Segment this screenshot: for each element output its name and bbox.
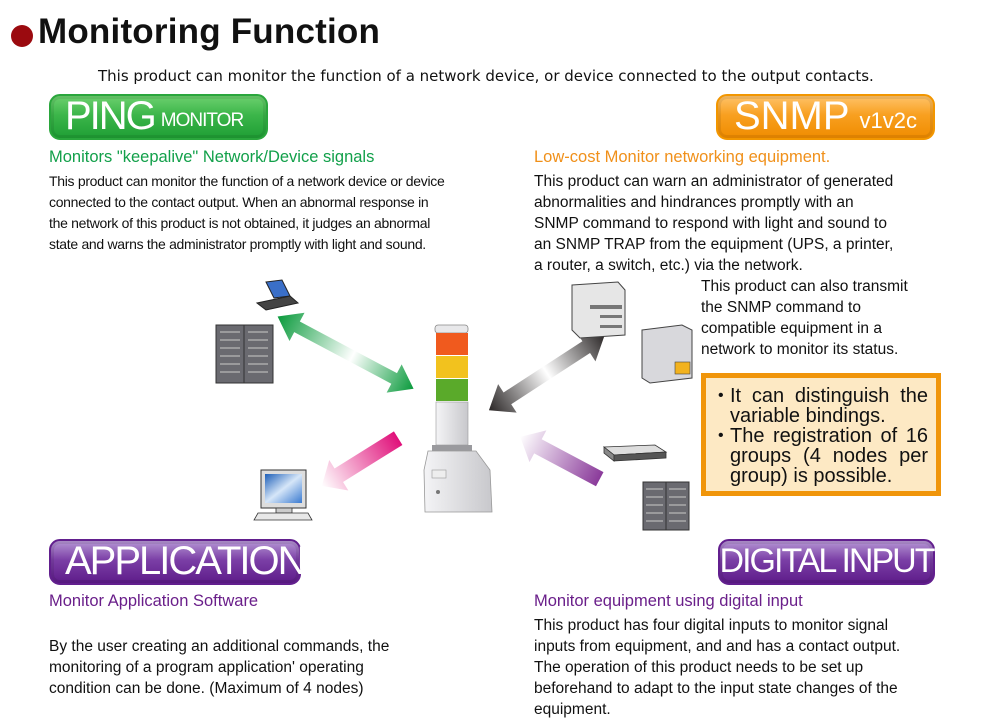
server-rack-icon: [215, 324, 274, 384]
digital-line: inputs from equipment, and and has a con…: [534, 638, 901, 655]
digital-line: equipment.: [534, 701, 611, 718]
application-badge-main: APPLICATION: [65, 539, 307, 583]
printer-icon: [571, 281, 626, 339]
digital-input-badge: DIGITAL INPUT: [718, 539, 935, 585]
snmp-line: the SNMP command to: [701, 299, 861, 316]
snmp-line: a router, a switch, etc.) via the networ…: [534, 257, 803, 274]
ping-badge-sub: MONITOR: [160, 110, 244, 131]
callout-item: The registration of 16 groups (4 nodes p…: [718, 426, 928, 486]
ping-line: the network of this product is not obtai…: [49, 215, 430, 231]
snmp-badge-sub: v1v2c: [859, 108, 918, 133]
snmp-badge: SNMP v1v2c: [716, 94, 935, 140]
callout-item: It can distinguish the variable bindings…: [718, 386, 928, 426]
ping-monitor-badge: PING MONITOR: [49, 94, 268, 140]
network-switch-icon: [602, 444, 668, 462]
application-line: condition can be done. (Maximum of 4 nod…: [49, 680, 364, 697]
snmp-line: network to monitor its status.: [701, 341, 899, 358]
snmp-badge-main: SNMP: [733, 94, 850, 138]
digital-line: beforehand to adapt to the input state c…: [534, 680, 898, 697]
snmp-transmit-description: This product can also transmit the SNMP …: [701, 276, 908, 360]
digital-input-arrow: [520, 430, 604, 487]
ping-subtitle: Monitors "keepalive" Network/Device sign…: [49, 148, 375, 166]
snmp-arrow: [488, 332, 605, 413]
digital-subtitle: Monitor equipment using digital input: [534, 592, 803, 610]
digital-line: This product has four digital inputs to …: [534, 617, 889, 634]
snmp-line: an SNMP TRAP from the equipment (UPS, a …: [534, 236, 894, 253]
application-subtitle: Monitor Application Software: [49, 592, 259, 610]
application-monitor-badge: APPLICATION MONITOR: [49, 539, 385, 585]
title-bullet-icon: [11, 25, 33, 47]
intro-text: This product can monitor the function of…: [98, 67, 874, 85]
ping-description: This product can monitor the function of…: [49, 171, 445, 255]
application-line: monitoring of a program application' ope…: [49, 659, 364, 676]
application-arrow: [321, 431, 403, 491]
snmp-line: This product can also transmit: [701, 278, 908, 295]
application-badge-sub: MONITOR: [310, 556, 385, 575]
snmp-feature-callout: It can distinguish the variable bindings…: [701, 373, 941, 496]
ping-line: state and warns the administrator prompt…: [49, 236, 426, 252]
snmp-line: abnormalities and hindrances promptly wi…: [534, 194, 854, 211]
signal-tower-icon: [423, 324, 493, 513]
snmp-subtitle: Low-cost Monitor networking equipment.: [534, 148, 831, 166]
desktop-computer-icon: [253, 469, 313, 521]
digital-line: The operation of this product needs to b…: [534, 659, 864, 676]
ping-badge-main: PING: [65, 94, 157, 138]
ping-line: This product can monitor the function of…: [49, 173, 445, 189]
snmp-line: SNMP command to respond with light and s…: [534, 215, 887, 232]
application-description: By the user creating an additional comma…: [49, 636, 389, 699]
ping-line: connected to the contact output. When an…: [49, 194, 429, 210]
snmp-line: compatible equipment in a: [701, 320, 882, 337]
ping-arrow: [277, 312, 414, 393]
digital-badge-main: DIGITAL INPUT: [719, 542, 936, 580]
digital-description: This product has four digital inputs to …: [534, 615, 900, 720]
application-line: By the user creating an additional comma…: [49, 638, 390, 655]
server-rack-icon: [642, 481, 690, 531]
page-title: Monitoring Function: [38, 12, 381, 51]
laptop-icon: [255, 279, 300, 311]
ups-icon: [641, 324, 693, 384]
snmp-line: This product can warn an administrator o…: [534, 173, 894, 190]
snmp-description: This product can warn an administrator o…: [534, 171, 893, 276]
